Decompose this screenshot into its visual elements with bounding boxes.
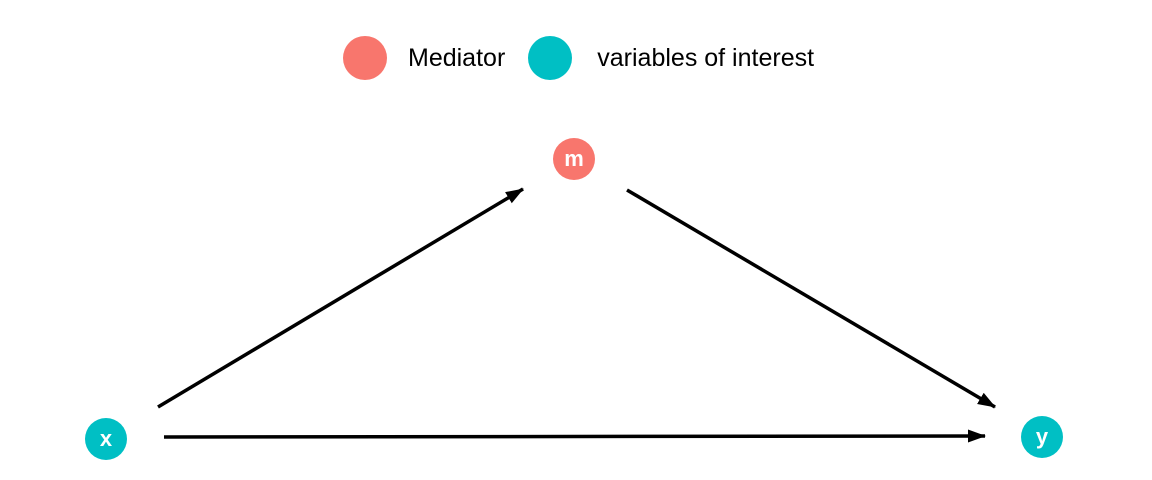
node-variable-y: y [1021, 416, 1063, 458]
legend-variables-circle-icon [528, 36, 573, 80]
node-mediator-m: m [553, 138, 595, 180]
edge-x-to-y [163, 429, 986, 443]
legend-mediator-circle-icon [343, 36, 387, 80]
legend-mediator-label: Mediator [408, 44, 506, 72]
node-m-label: m [564, 146, 584, 171]
node-y-label: y [1035, 424, 1049, 449]
legend: Mediator variables of interest [343, 36, 814, 80]
edge-m-to-y [626, 188, 996, 409]
legend-variables-label: variables of interest [597, 44, 815, 72]
node-variable-x: x [85, 418, 127, 460]
edge-x-to-m [157, 187, 524, 409]
node-x-label: x [99, 426, 113, 451]
